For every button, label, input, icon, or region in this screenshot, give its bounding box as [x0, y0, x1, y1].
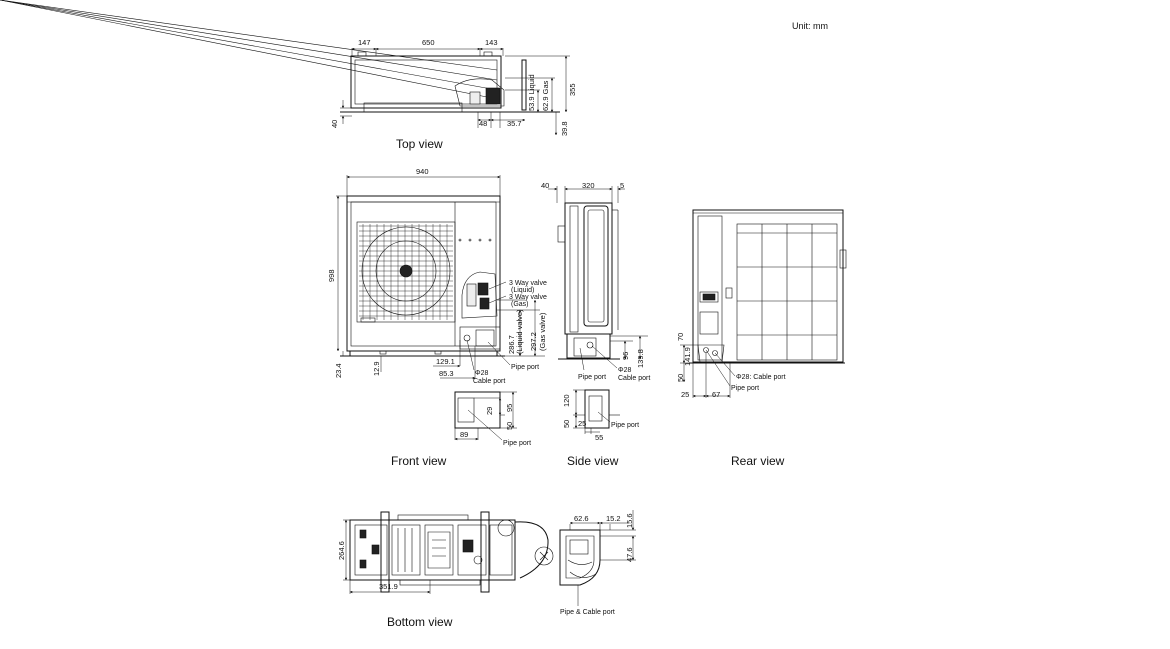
dim-35-7: 35.7	[507, 119, 522, 128]
label-liquid: (Liquid)	[511, 287, 534, 294]
caption-front-view: Front view	[391, 454, 447, 468]
bottom-dim-15-2: 15.2	[606, 514, 621, 523]
side-dim-96: 96	[621, 352, 630, 360]
fan-grille	[359, 224, 453, 320]
bottom-label-pipe-cable-port: Pipe & Cable port	[560, 609, 615, 616]
label-phi28: Φ28	[475, 370, 488, 377]
label-pipe-port: Pipe port	[511, 364, 539, 371]
side-detail-dim-25: 25	[578, 419, 586, 428]
dim-48: 48	[479, 119, 487, 128]
rear-dim-67: 67	[712, 390, 720, 399]
dim-998: 998	[327, 269, 336, 282]
side-dim-139-8: 139.8	[636, 349, 645, 368]
bottom-dim-47-6: 47.6	[625, 547, 634, 562]
caption-rear-view: Rear view	[731, 454, 785, 468]
rear-view: 70 141.9 50 25 67 Φ28: Cable port Pipe p…	[676, 209, 847, 399]
top-view: 147 650 143 53.9 Liquid 62.9 Gas 355 40 …	[0, 0, 577, 136]
unit-label: Unit: mm	[792, 21, 828, 31]
dim-650: 650	[422, 38, 435, 47]
side-label-cable-port: Cable port	[618, 375, 650, 382]
bottom-dim-264-6: 264.6	[337, 541, 346, 560]
dim-53-9-liquid: 53.9 Liquid	[527, 74, 536, 111]
caption-side-view: Side view	[567, 454, 619, 468]
dim-147: 147	[358, 38, 371, 47]
side-dim-5: 5	[620, 181, 624, 190]
caption-bottom-view: Bottom view	[387, 615, 453, 629]
label-3-way-valve-gas: 3 Way valve	[509, 294, 547, 301]
bottom-dim-15-6: 15.6	[625, 513, 634, 528]
side-detail-dim-120: 120	[562, 394, 571, 407]
dim-85-3: 85.3	[439, 369, 454, 378]
dim-12-9: 12.9	[372, 361, 381, 376]
dim-297-2-note: (Gas valve)	[538, 312, 547, 351]
bottom-dim-62-6: 62.6	[574, 514, 589, 523]
coil-grid	[736, 223, 838, 361]
label-gas: (Gas)	[511, 301, 529, 308]
front-view: 940 998 23.4 12.9 129.1 85.3 286.7 (Liqu…	[327, 167, 547, 447]
side-detail-dim-55: 55	[595, 433, 603, 442]
dim-129-1: 129.1	[436, 357, 455, 366]
detail-dim-29: 29	[485, 407, 494, 415]
side-view: 40 320 5 96 139.8 Pipe port Φ28 Cable po…	[541, 181, 650, 442]
dim-23-4: 23.4	[334, 363, 343, 378]
dim-39-8: 39.8	[560, 121, 569, 136]
rear-dim-25: 25	[681, 390, 689, 399]
label-cable-port: Cable port	[473, 378, 505, 385]
label-3-way-valve-liquid: 3 Way valve	[509, 280, 547, 287]
detail-dim-89: 89	[460, 430, 468, 439]
detail-label-pipe-port: Pipe port	[503, 440, 531, 447]
side-label-pipe-port: Pipe port	[578, 374, 606, 381]
bottom-view: 264.6 351.9 62.6 15.2 15.6 47.6 Pipe & C…	[337, 510, 636, 616]
rear-label-pipe-port: Pipe port	[731, 385, 759, 392]
bottom-dim-351-9: 351.9	[379, 582, 398, 591]
rear-dim-50: 50	[676, 374, 685, 382]
side-dim-40: 40	[541, 181, 549, 190]
detail-dim-50: 50	[505, 422, 514, 430]
side-label-phi28: Φ28	[618, 367, 631, 374]
dim-297-2: 297.2	[529, 332, 538, 351]
dim-40: 40	[330, 120, 339, 128]
side-detail-label-pipe-port: Pipe port	[611, 422, 639, 429]
dim-286-7: 286.7	[507, 335, 516, 354]
dim-355: 355	[568, 83, 577, 96]
side-dim-320: 320	[582, 181, 595, 190]
rear-label-cable-port: Φ28: Cable port	[736, 374, 786, 381]
dim-286-7-note: (Liquid valve)	[515, 309, 524, 354]
rear-dim-141-9: 141.9	[683, 347, 692, 366]
side-detail-dim-50: 50	[562, 420, 571, 428]
dim-940: 940	[416, 167, 429, 176]
rear-dim-70: 70	[676, 333, 685, 341]
detail-dim-95: 95	[505, 404, 514, 412]
dim-62-9-gas: 62.9 Gas	[541, 80, 550, 111]
dim-143: 143	[485, 38, 498, 47]
caption-top-view: Top view	[396, 137, 443, 151]
